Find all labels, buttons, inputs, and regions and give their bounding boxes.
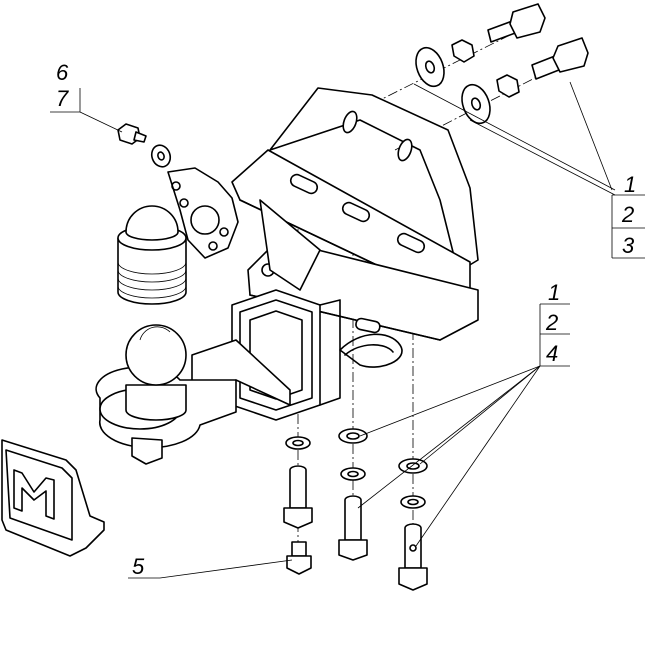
callout-b-2: 2 (621, 202, 634, 227)
callout-7: 7 (56, 86, 69, 111)
top-fasteners (415, 3, 589, 125)
cover-logo-icon (13, 469, 55, 520)
receiver-cover (1, 439, 105, 557)
ball-cap (117, 205, 187, 305)
tow-ball (125, 324, 187, 421)
callout-c-1: 1 (548, 280, 560, 305)
callout-b-1: 1 (624, 172, 636, 197)
main-bracket (231, 87, 479, 341)
callout-labels: 6 7 1 2 3 1 2 4 5 (56, 60, 636, 579)
callout-c-4: 4 (546, 341, 558, 366)
bottom-fasteners (283, 428, 428, 591)
leader-lines (50, 81, 645, 579)
small-bolt-and-washer (117, 123, 172, 168)
callout-c-2: 2 (545, 310, 558, 335)
callout-b-3: 3 (622, 233, 635, 258)
axis-line-top-upper (339, 29, 521, 121)
callout-5: 5 (132, 554, 145, 579)
hitch-pin (339, 333, 403, 368)
side-flange-plate (167, 167, 239, 259)
callout-6: 6 (56, 60, 69, 85)
